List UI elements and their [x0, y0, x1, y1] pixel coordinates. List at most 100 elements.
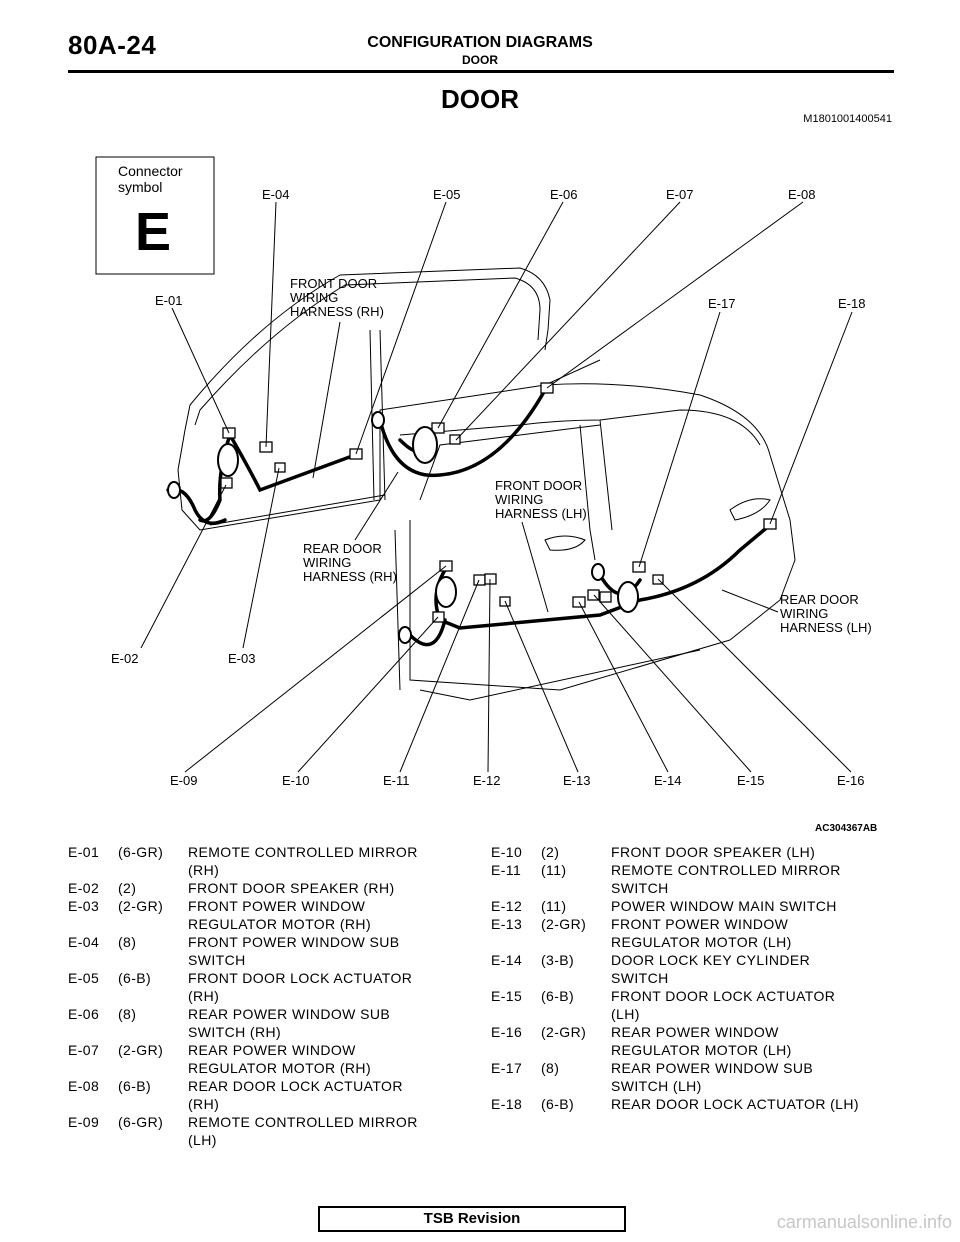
grommets	[167, 411, 639, 644]
page-number: 80A-24	[68, 30, 157, 60]
part-description: REAR POWER WINDOW REGULATOR MOTOR (LH)	[611, 1024, 792, 1058]
connector-symbol-legend	[95, 156, 215, 275]
label-e16: E-16	[837, 773, 864, 788]
header-rule	[68, 70, 894, 73]
part-code: E-03	[68, 898, 100, 914]
parts-list-left: E-01(6-GR)REMOTE CONTROLLED MIRROR (RH) …	[68, 843, 458, 1149]
part-row: E-16(2-GR)REAR POWER WINDOW REGULATOR MO…	[491, 1023, 891, 1059]
label-e09: E-09	[170, 773, 197, 788]
harness-rear-rh-line1: REAR DOOR	[303, 541, 382, 556]
part-description: REAR POWER WINDOW SUB SWITCH (LH)	[611, 1060, 814, 1094]
part-row: E-02 (2) FRONT DOOR SPEAKER (RH)	[68, 879, 458, 897]
part-connector: (2-GR)	[118, 1042, 164, 1058]
part-description: REMOTE CONTROLLED MIRROR (LH)	[188, 1114, 418, 1148]
label-e07: E-07	[666, 187, 693, 202]
part-row: E-05 (6-B) FRONT DOOR LOCK ACTUATOR (RH)	[68, 969, 458, 1005]
wiring-harnesses	[166, 388, 772, 647]
part-connector: (2-GR)	[541, 916, 587, 932]
label-e15: E-15	[737, 773, 764, 788]
part-description: FRONT DOOR LOCK ACTUATOR (RH)	[188, 970, 413, 1004]
part-connector: (8)	[118, 934, 137, 950]
part-code: E-11	[491, 862, 522, 878]
part-description: FRONT POWER WINDOW SUB SWITCH	[188, 934, 400, 968]
legend-label-line2: symbol	[118, 179, 162, 195]
part-description: FRONT DOOR SPEAKER (RH)	[188, 880, 395, 896]
part-description: REMOTE CONTROLLED MIRROR (RH)	[188, 844, 418, 878]
document-id: M1801001400541	[803, 113, 892, 125]
part-row: E-03 (2-GR) FRONT POWER WINDOW REGULATOR M…	[68, 897, 458, 933]
part-row: E-18(6-B)REAR DOOR LOCK ACTUATOR (LH)	[491, 1095, 891, 1113]
part-code: E-09	[68, 1114, 100, 1130]
harness-front-lh-line2: WIRING	[495, 492, 543, 507]
part-connector: (2)	[118, 880, 137, 896]
legend-label-line1: Connector	[118, 163, 183, 179]
part-code: E-07	[68, 1042, 100, 1058]
part-description: REAR DOOR LOCK ACTUATOR (LH)	[611, 1096, 859, 1112]
tsb-revision-box: TSB Revision	[318, 1206, 626, 1232]
part-row: E-01(6-GR)REMOTE CONTROLLED MIRROR (RH)	[68, 843, 458, 879]
part-code: E-10	[491, 844, 523, 860]
part-description: FRONT DOOR LOCK ACTUATOR (LH)	[611, 988, 836, 1022]
label-e05: E-05	[433, 187, 460, 202]
part-row: E-06(8)REAR POWER WINDOW SUB SWITCH (RH)	[68, 1005, 458, 1041]
label-e10: E-10	[282, 773, 309, 788]
label-e02: E-02	[111, 651, 138, 666]
harness-front-lh-line3: HARNESS (LH)	[495, 506, 587, 521]
section-title: DOOR	[441, 84, 519, 114]
part-row: E-09 (6-GR) REMOTE CONTROLLED MIRROR (LH)	[68, 1113, 458, 1149]
part-row: E-10 (2) FRONT DOOR SPEAKER (LH)	[491, 843, 891, 861]
legend-letter: E	[135, 202, 171, 262]
part-code: E-02	[68, 880, 100, 896]
part-code: E-16	[491, 1024, 523, 1040]
watermark: carmanualsonline.info	[776, 1212, 952, 1232]
label-e17: E-17	[708, 296, 735, 311]
part-description: FRONT DOOR SPEAKER (LH)	[611, 844, 816, 860]
part-description: REAR POWER WINDOW REGULATOR MOTOR (RH)	[188, 1042, 372, 1076]
part-connector: (6-B)	[541, 1096, 575, 1112]
figure-id: AC304367AB	[815, 823, 877, 834]
part-connector: (6-GR)	[118, 844, 164, 860]
harness-rear-rh-line3: HARNESS (RH)	[303, 569, 397, 584]
label-e03: E-03	[228, 651, 255, 666]
part-connector: (8)	[541, 1060, 560, 1076]
harness-rear-lh-line2: WIRING	[780, 606, 828, 621]
harness-rear-lh-line3: HARNESS (LH)	[780, 620, 872, 635]
part-code: E-15	[491, 988, 523, 1004]
label-e04: E-04	[262, 187, 289, 202]
part-connector: (3-B)	[541, 952, 575, 968]
label-e14: E-14	[654, 773, 681, 788]
part-row: E-13 (2-GR) FRONT POWER WINDOW REGULATOR M…	[491, 915, 891, 951]
label-e18: E-18	[838, 296, 865, 311]
part-connector: (2)	[541, 844, 560, 860]
part-code: E-13	[491, 916, 523, 932]
part-code: E-17	[491, 1060, 523, 1076]
harness-front-rh-line3: HARNESS (RH)	[290, 304, 384, 319]
part-connector: (6-B)	[118, 970, 152, 986]
part-row: E-14(3-B)DOOR LOCK KEY CYLINDER SWITCH	[491, 951, 891, 987]
label-e12: E-12	[473, 773, 500, 788]
part-code: E-08	[68, 1078, 100, 1094]
part-description: REAR DOOR LOCK ACTUATOR (RH)	[188, 1078, 403, 1112]
part-connector: (6-B)	[118, 1078, 152, 1094]
part-description: FRONT POWER WINDOW REGULATOR MOTOR (LH)	[611, 916, 792, 950]
harness-front-rh-line1: FRONT DOOR	[290, 276, 377, 291]
car-body-outline	[177, 267, 796, 701]
part-code: E-04	[68, 934, 100, 950]
leader-lines	[140, 201, 853, 773]
label-e11: E-11	[383, 773, 410, 788]
parts-list-right: E-10 (2) FRONT DOOR SPEAKER (LH) E-11 (11) R…	[491, 843, 891, 1113]
part-connector: (6-B)	[541, 988, 575, 1004]
harness-rear-lh-line1: REAR DOOR	[780, 592, 859, 607]
part-connector: (11)	[541, 862, 567, 878]
part-code: E-06	[68, 1006, 100, 1022]
part-code: E-05	[68, 970, 100, 986]
part-connector: (2-GR)	[118, 898, 164, 914]
harness-labels: FRONT DOOR WIRING HARNESS (RH) FRONT DOO…	[290, 276, 872, 635]
part-row: E-04 (8) FRONT POWER WINDOW SUB SWITCH	[68, 933, 458, 969]
part-description: REMOTE CONTROLLED MIRROR SWITCH	[611, 862, 841, 896]
part-row: E-08 (6-B) REAR DOOR LOCK ACTUATOR (RH)	[68, 1077, 458, 1113]
connector-labels: E-04 E-05 E-06 E-07 E-08 E-01 E-17 E-18 …	[111, 187, 865, 788]
part-description: FRONT POWER WINDOW REGULATOR MOTOR (RH)	[188, 898, 372, 932]
part-connector: (6-GR)	[118, 1114, 164, 1130]
part-connector: (8)	[118, 1006, 137, 1022]
